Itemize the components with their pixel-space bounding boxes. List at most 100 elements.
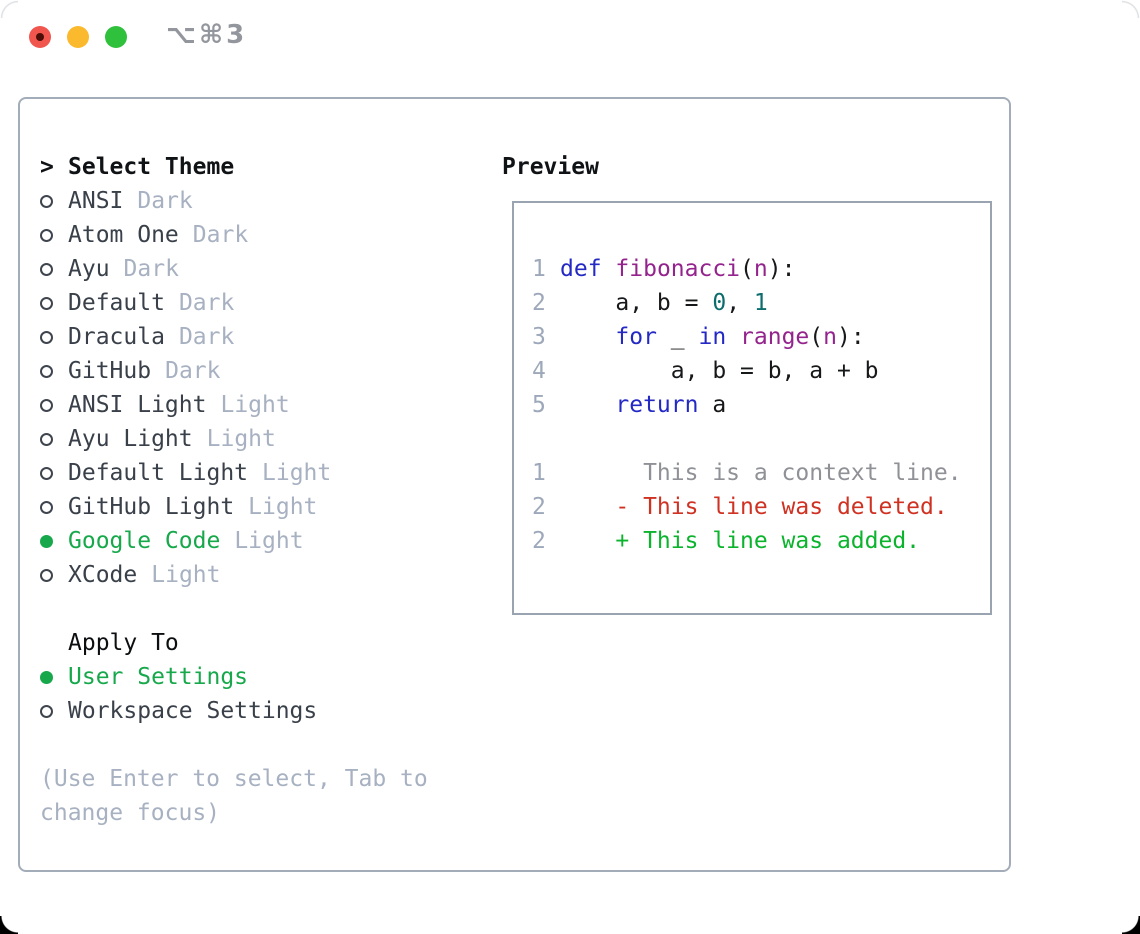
code-token: n bbox=[753, 256, 768, 282]
spacer bbox=[40, 592, 428, 626]
diff-text: This is a context line. bbox=[560, 460, 962, 486]
radio-icon bbox=[40, 228, 68, 242]
code-token: ( bbox=[740, 256, 754, 282]
window-title: ⌥⌘3 bbox=[166, 20, 248, 50]
radio-icon bbox=[40, 364, 68, 378]
theme-option-dracula[interactable]: Dracula Dark bbox=[40, 320, 428, 354]
apply-option-workspace-settings[interactable]: Workspace Settings bbox=[40, 694, 428, 728]
radio-icon bbox=[40, 466, 68, 480]
diff-text: - This line was deleted. bbox=[560, 494, 948, 520]
radio-icon bbox=[40, 398, 68, 412]
hint-line-1: (Use Enter to select, Tab to bbox=[40, 766, 428, 792]
code-token: _ bbox=[656, 324, 699, 350]
diff-text: + This line was added. bbox=[560, 528, 921, 554]
line-number: 3 bbox=[532, 324, 546, 350]
line-number: 2 bbox=[532, 528, 546, 554]
code-token: 0 bbox=[712, 290, 727, 316]
theme-option-default[interactable]: Default Dark bbox=[40, 286, 428, 320]
theme-option-default-light[interactable]: Default Light Light bbox=[40, 456, 428, 490]
line-number: 5 bbox=[532, 392, 546, 418]
theme-name: GitHub bbox=[68, 358, 152, 384]
theme-variant: Light bbox=[248, 494, 318, 520]
theme-variant: Dark bbox=[165, 358, 221, 384]
keyboard-hint: (Use Enter to select, Tab to change focu… bbox=[40, 762, 428, 830]
titlebar: ⌥⌘3 bbox=[0, 0, 1140, 74]
theme-name: Dracula bbox=[68, 324, 165, 350]
theme-name: Ayu Light bbox=[68, 426, 193, 452]
radio-icon bbox=[40, 568, 68, 582]
code-line-2: 2 a, b = 0, 1 bbox=[532, 286, 990, 320]
code-token: in bbox=[698, 324, 727, 350]
theme-option-github[interactable]: GitHub Dark bbox=[40, 354, 428, 388]
code-token: def bbox=[560, 256, 602, 282]
theme-variant: Light bbox=[262, 460, 332, 486]
code-token: ( bbox=[809, 324, 824, 350]
theme-name: Default bbox=[68, 290, 165, 316]
blank-code-line bbox=[532, 422, 990, 456]
code-token: n bbox=[823, 324, 838, 350]
theme-option-xcode[interactable]: XCode Light bbox=[40, 558, 428, 592]
theme-name: ANSI bbox=[68, 188, 124, 214]
theme-variant: Light bbox=[234, 528, 304, 554]
theme-variant: Dark bbox=[178, 324, 235, 350]
theme-name: Google Code bbox=[68, 528, 221, 554]
theme-option-google-code[interactable]: Google Code Light bbox=[40, 524, 428, 558]
theme-option-ansi-light[interactable]: ANSI Light Light bbox=[40, 388, 428, 422]
code-token: a, b = bbox=[560, 290, 713, 316]
apply-to-title: Apply To bbox=[68, 630, 179, 656]
radio-icon bbox=[40, 194, 68, 208]
close-button[interactable] bbox=[29, 26, 51, 48]
code-token: fibonacci bbox=[615, 256, 741, 282]
code-line-5: 5 return a bbox=[532, 388, 990, 422]
code-token bbox=[560, 392, 615, 418]
radio-icon bbox=[40, 500, 68, 514]
code-token: ): bbox=[837, 324, 865, 350]
line-number: 2 bbox=[532, 494, 546, 520]
theme-name: XCode bbox=[68, 562, 138, 588]
code-token: a bbox=[698, 392, 727, 418]
apply-option-label: Workspace Settings bbox=[68, 698, 318, 724]
code-token: 1 bbox=[753, 290, 768, 316]
theme-variant: Light bbox=[151, 562, 221, 588]
radio-icon bbox=[40, 296, 68, 310]
code-token bbox=[726, 324, 740, 350]
theme-variant: Light bbox=[220, 392, 290, 418]
diff-preview: 1 This is a context line.2 - This line w… bbox=[532, 456, 990, 558]
code-line-3: 3 for _ in range(n): bbox=[532, 320, 990, 354]
apply-to-list: User Settings Workspace Settings bbox=[40, 660, 428, 728]
theme-name: Default Light bbox=[68, 460, 249, 486]
code-line-4: 4 a, b = b, a + b bbox=[532, 354, 990, 388]
select-theme-header: >Select Theme bbox=[40, 150, 428, 184]
line-number: 1 bbox=[532, 460, 546, 486]
radio-icon bbox=[40, 432, 68, 446]
window-corner bbox=[1122, 916, 1140, 934]
theme-name: ANSI Light bbox=[68, 392, 207, 418]
hint-line-2: change focus) bbox=[40, 800, 221, 826]
minimize-button[interactable] bbox=[67, 26, 89, 48]
diff-line-context: 1 This is a context line. bbox=[532, 456, 990, 490]
theme-option-github-light[interactable]: GitHub Light Light bbox=[40, 490, 428, 524]
code-token: , bbox=[726, 290, 754, 316]
theme-name: GitHub Light bbox=[68, 494, 235, 520]
theme-variant: Dark bbox=[178, 290, 235, 316]
code-token: return bbox=[615, 392, 699, 418]
maximize-button[interactable] bbox=[105, 26, 127, 48]
radio-icon bbox=[40, 262, 68, 276]
code-token: a, b = b, a + b bbox=[560, 358, 879, 384]
spacer bbox=[40, 728, 428, 762]
prompt-caret: > bbox=[40, 154, 54, 180]
apply-option-user-settings[interactable]: User Settings bbox=[40, 660, 428, 694]
theme-name: Atom One bbox=[68, 222, 179, 248]
diff-line-deleted: 2 - This line was deleted. bbox=[532, 490, 990, 524]
theme-variant: Dark bbox=[123, 256, 179, 282]
